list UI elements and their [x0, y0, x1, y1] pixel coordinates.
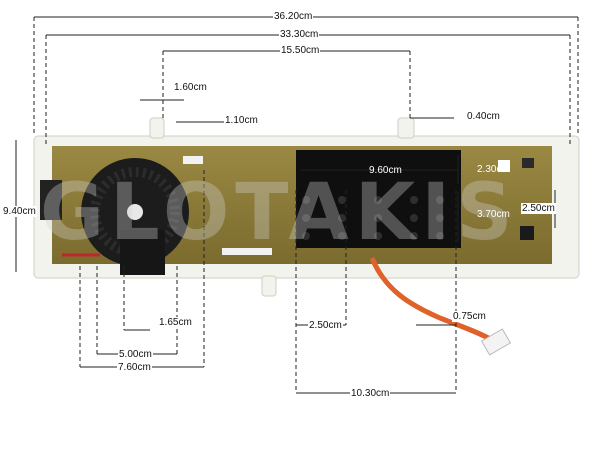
dim-display-height-a: 2.30cm: [477, 164, 510, 175]
mounting-tab-bottom: [261, 275, 277, 297]
dim-connector-width: 0.75cm: [452, 311, 487, 322]
dim-height: 9.40cm: [2, 206, 37, 217]
dim-right-height: 2.50cm: [521, 203, 556, 214]
dim-knob-gap: 1.65cm: [158, 317, 193, 328]
mounting-tab-left: [149, 117, 165, 139]
dim-button-span: 10.30cm: [350, 388, 391, 399]
dim-display-width: 9.60cm: [369, 165, 402, 176]
dim-knob-span-outer: 7.60cm: [117, 362, 152, 373]
left-connector: [40, 180, 62, 220]
dim-knob-span-inner: 5.00cm: [118, 349, 153, 360]
white-connector: [480, 328, 512, 356]
dim-overall-width: 36.20cm: [273, 11, 314, 22]
mounting-tab-right: [397, 117, 415, 139]
dim-tab-offset: 1.10cm: [224, 115, 259, 126]
orange-ribbon-cable: [369, 257, 494, 343]
dim-display-height-b: 3.70cm: [477, 209, 510, 220]
dim-right-offset: 0.40cm: [466, 111, 501, 122]
dimension-lines: [15, 16, 579, 394]
dim-top-span: 15.50cm: [280, 45, 321, 56]
dim-button-spacing: 2.50cm: [308, 320, 343, 331]
button-grid: [302, 196, 444, 240]
dim-board-width: 33.30cm: [279, 29, 320, 40]
watermark: GLOTAKIS: [40, 168, 519, 258]
dim-tab-width: 1.60cm: [173, 82, 208, 93]
